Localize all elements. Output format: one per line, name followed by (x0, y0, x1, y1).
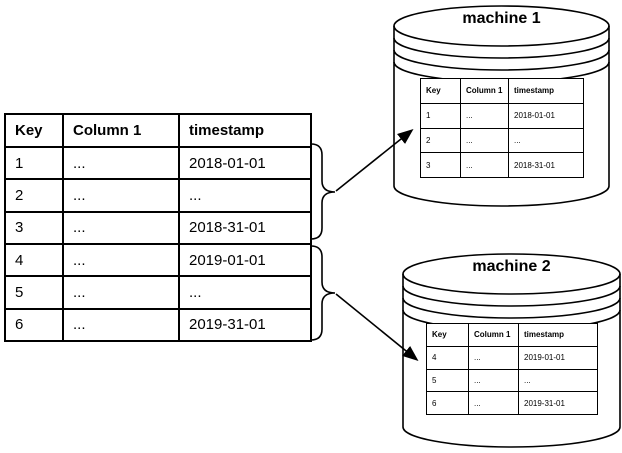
machine2-table-header-row: Key Column 1 timestamp (426, 323, 598, 347)
header-key: Key (420, 78, 461, 104)
cell-column1: ... (62, 275, 180, 310)
cell-column1: ... (460, 102, 509, 129)
table-row: 5 ... ... (426, 368, 598, 393)
cell-timestamp: 2019-01-01 (178, 242, 312, 278)
cell-key: 4 (426, 345, 469, 370)
arrow-to-machine1 (335, 129, 414, 192)
cell-timestamp: 2019-31-01 (178, 307, 312, 343)
cell-column1: ... (468, 345, 519, 370)
cell-key: 6 (4, 307, 64, 343)
cell-timestamp: 2018-01-01 (178, 145, 312, 181)
cell-key: 4 (4, 242, 64, 278)
header-key: Key (426, 323, 469, 347)
header-timestamp: timestamp (518, 323, 598, 347)
cell-key: 1 (4, 145, 64, 181)
cell-column1: ... (460, 152, 509, 178)
cell-key: 6 (426, 391, 469, 415)
header-column1: Column 1 (460, 78, 509, 104)
cell-column1: ... (62, 242, 180, 278)
cell-key: 1 (420, 102, 461, 129)
table-row: 5 ... ... (4, 275, 312, 310)
cell-key: 2 (4, 178, 64, 213)
header-column1: Column 1 (468, 323, 519, 347)
brace-rows-1-3 (310, 143, 336, 240)
header-column1: Column 1 (62, 113, 180, 148)
table-row: 4 ... 2019-01-01 (426, 345, 598, 370)
cell-key: 2 (420, 127, 461, 154)
table-row: 3 ... 2018-31-01 (420, 152, 584, 178)
cell-column1: ... (62, 210, 180, 245)
cell-key: 3 (4, 210, 64, 245)
cell-timestamp: ... (178, 275, 312, 310)
brace-rows-4-6 (310, 245, 336, 341)
table-row: 2 ... ... (4, 178, 312, 213)
header-timestamp: timestamp (508, 78, 584, 104)
cell-key: 3 (420, 152, 461, 178)
table-row: 6 ... 2019-31-01 (426, 391, 598, 415)
cell-timestamp: 2018-31-01 (178, 210, 312, 245)
cell-timestamp: 2019-01-01 (518, 345, 598, 370)
source-table-header-row: Key Column 1 timestamp (4, 113, 312, 148)
cell-timestamp: ... (518, 368, 598, 393)
table-row: 3 ... 2018-31-01 (4, 210, 312, 245)
arrow-to-machine2 (335, 293, 419, 362)
table-row: 1 ... 2018-01-01 (4, 145, 312, 181)
cell-column1: ... (62, 307, 180, 343)
cell-timestamp: ... (178, 178, 312, 213)
cell-key: 5 (426, 368, 469, 393)
header-timestamp: timestamp (178, 113, 312, 148)
machine1-table: Key Column 1 timestamp 1 ... 2018-01-01 … (420, 78, 584, 178)
cell-column1: ... (62, 145, 180, 181)
machine2-table: Key Column 1 timestamp 4 ... 2019-01-01 … (426, 323, 598, 415)
cell-column1: ... (62, 178, 180, 213)
header-key: Key (4, 113, 64, 148)
cell-timestamp: 2019-31-01 (518, 391, 598, 415)
table-row: 4 ... 2019-01-01 (4, 242, 312, 278)
machine1-title: machine 1 (462, 10, 541, 27)
cell-timestamp: ... (508, 127, 584, 154)
table-row: 6 ... 2019-31-01 (4, 307, 312, 343)
cell-column1: ... (460, 127, 509, 154)
cell-column1: ... (468, 391, 519, 415)
source-table: Key Column 1 timestamp 1 ... 2018-01-01 … (4, 113, 312, 343)
machine2-title: machine 2 (472, 258, 551, 275)
machine1-table-header-row: Key Column 1 timestamp (420, 78, 584, 104)
cell-column1: ... (468, 368, 519, 393)
cell-timestamp: 2018-31-01 (508, 152, 584, 178)
cell-timestamp: 2018-01-01 (508, 102, 584, 129)
table-row: 2 ... ... (420, 127, 584, 154)
table-row: 1 ... 2018-01-01 (420, 102, 584, 129)
cell-key: 5 (4, 275, 64, 310)
